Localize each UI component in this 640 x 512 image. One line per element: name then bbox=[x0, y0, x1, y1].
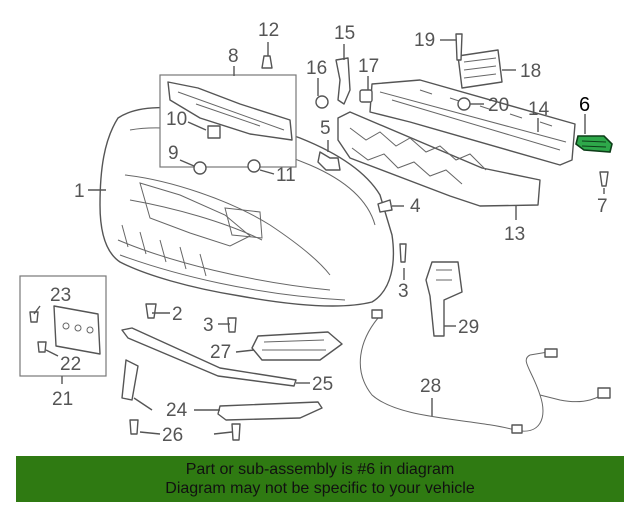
callout-25: 25 bbox=[312, 374, 333, 395]
callout-3-lower: 3 bbox=[203, 315, 214, 336]
callout-8: 8 bbox=[228, 46, 239, 67]
bracket-5-part bbox=[317, 151, 341, 171]
lower-deflector-part bbox=[121, 327, 297, 387]
info-banner-line-2: Diagram may not be specific to your vehi… bbox=[165, 480, 475, 497]
callout-28: 28 bbox=[420, 376, 441, 397]
callout-1: 1 bbox=[74, 181, 85, 202]
energy-absorber-part bbox=[337, 111, 541, 207]
parts-diagram: 1 2 3 3 4 5 6 7 8 9 10 11 12 13 14 15 16… bbox=[19, 20, 613, 446]
bracket-24-left-part bbox=[121, 359, 139, 401]
callout-labels: 1 2 3 3 4 5 6 7 8 9 10 11 12 13 14 15 16… bbox=[50, 20, 608, 446]
callout-7: 7 bbox=[597, 196, 608, 217]
highlighted-part-6 bbox=[575, 135, 613, 153]
callout-14: 14 bbox=[528, 99, 550, 120]
impact-bar-part bbox=[369, 79, 576, 166]
callout-17: 17 bbox=[358, 56, 379, 77]
callout-22: 22 bbox=[60, 354, 81, 375]
callout-21: 21 bbox=[52, 389, 73, 410]
callout-10: 10 bbox=[166, 109, 187, 130]
callout-27: 27 bbox=[210, 342, 231, 363]
leader-lines bbox=[33, 39, 605, 435]
callout-23: 23 bbox=[50, 285, 71, 306]
fasteners bbox=[29, 33, 609, 441]
callout-13: 13 bbox=[504, 224, 525, 245]
bracket-15-part bbox=[335, 57, 351, 105]
bracket-18-part bbox=[457, 49, 503, 89]
callout-18: 18 bbox=[520, 61, 541, 82]
info-banner: Part or sub-assembly is #6 in diagram Di… bbox=[16, 456, 624, 502]
bracket-29-part bbox=[425, 261, 463, 337]
callout-6-highlighted: 6 bbox=[579, 94, 590, 116]
molding-24-part bbox=[217, 401, 323, 421]
callout-15: 15 bbox=[334, 23, 355, 44]
fog-lamp-bezel-part bbox=[251, 331, 343, 361]
callout-29: 29 bbox=[458, 317, 479, 338]
wiring-harness-part bbox=[359, 309, 611, 434]
callout-3-upper: 3 bbox=[398, 281, 409, 302]
callout-9: 9 bbox=[168, 143, 179, 164]
callout-12: 12 bbox=[258, 20, 279, 41]
callout-16: 16 bbox=[306, 58, 327, 79]
callout-26: 26 bbox=[162, 425, 183, 446]
info-banner-line-1: Part or sub-assembly is #6 in diagram bbox=[185, 461, 455, 478]
callout-5: 5 bbox=[320, 118, 331, 139]
upper-support-assembly bbox=[159, 74, 297, 168]
license-plate-bracket-group bbox=[19, 275, 107, 377]
callout-20: 20 bbox=[488, 95, 509, 116]
callout-4: 4 bbox=[410, 196, 421, 217]
callout-19: 19 bbox=[414, 30, 435, 51]
callout-11: 11 bbox=[276, 165, 296, 186]
callout-24: 24 bbox=[166, 400, 188, 421]
callout-2: 2 bbox=[172, 304, 183, 325]
